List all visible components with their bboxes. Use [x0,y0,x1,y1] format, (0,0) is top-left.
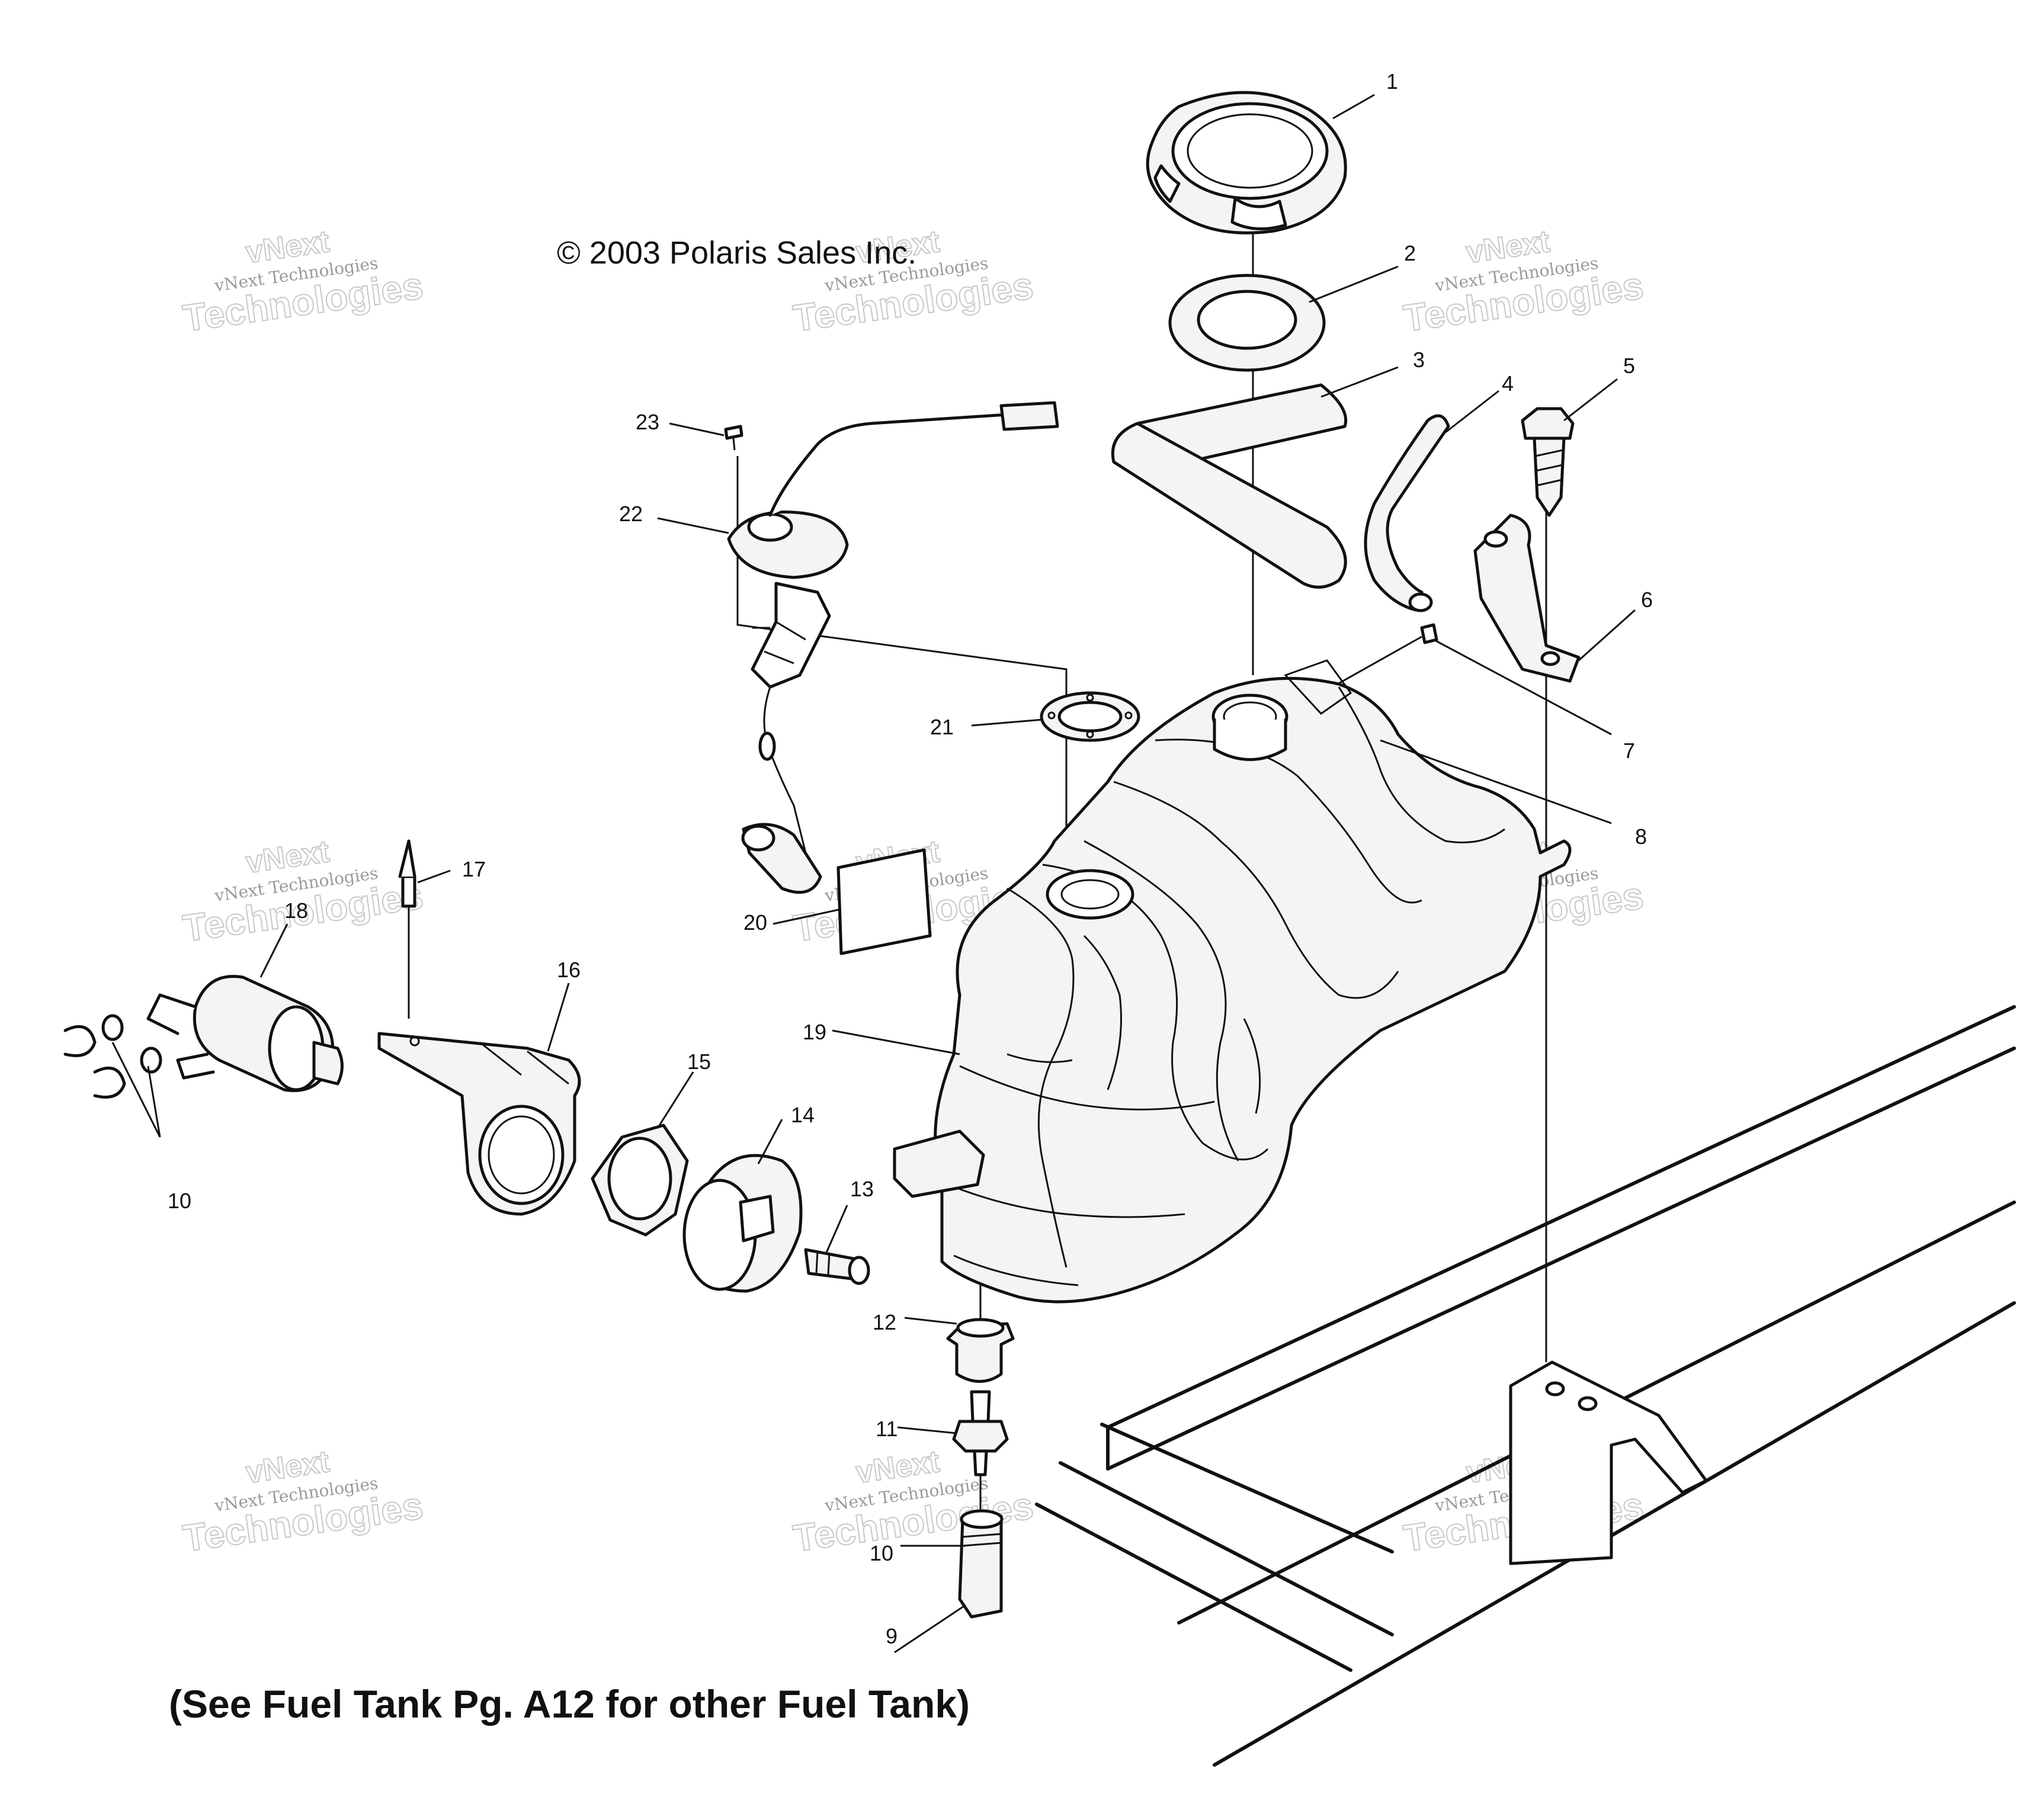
sender-gasket [1040,691,1140,742]
callout-13: 13 [850,1177,874,1201]
callout-23: 23 [636,410,659,434]
callout-22: 22 [619,502,643,526]
callout-10-upper: 10 [168,1189,191,1213]
callout-6: 6 [1641,588,1653,612]
callout-1: 1 [1386,69,1398,94]
vehicle-frame [1035,1005,2016,1767]
grommet [946,1318,1015,1383]
frame-mount-bracket [1509,1360,1708,1565]
callout-11: 11 [876,1417,897,1441]
callout-20: 20 [743,910,767,935]
foam-pad [1111,383,1348,589]
pump-bracket [377,1032,581,1216]
reference-footnote: (See Fuel Tank Pg. A12 for other Fuel Ta… [169,1682,970,1726]
screw [804,1248,870,1285]
mounting-bracket [1473,513,1581,683]
bolt [1521,407,1575,517]
callout-5: 5 [1623,354,1635,378]
fuel-tank [893,659,1572,1304]
watermark: vNext vNext Technologies Technologies [180,834,427,951]
callout-17: 17 [462,857,486,881]
callout-2: 2 [1404,241,1416,265]
sender-screw [724,425,743,451]
callout-21: 21 [930,715,954,739]
fuel-filter [146,975,344,1092]
callout-16: 16 [557,958,581,982]
cable-tie [398,839,416,908]
watermark: vNext vNext Technologies Technologies [1400,224,1647,341]
fuel-line [958,1509,1004,1619]
callout-18: 18 [284,898,308,923]
watermark: vNext vNext Technologies Technologies [790,224,1037,341]
callout-14: 14 [791,1103,815,1127]
copyright-notice: © 2003 Polaris Sales Inc. [557,235,916,271]
callout-3: 3 [1413,348,1425,372]
watermark: vNext vNext Technologies Technologies [180,1444,427,1561]
vent-clip [1326,623,1438,691]
fuel-level-sender [727,401,1059,894]
fuel-pump [682,1154,803,1293]
callouts: 1 2 3 4 5 6 7 8 9 10 11 12 13 14 15 16 1… [168,69,1653,1648]
leader-lines [259,94,1636,1654]
fuel-valve [952,1390,1009,1476]
callout-10-lower: 10 [870,1541,893,1565]
fuel-cap [1146,91,1347,235]
callout-4: 4 [1502,371,1514,396]
decal [836,848,932,955]
filter-hoses [63,1014,162,1138]
callout-12: 12 [873,1310,896,1334]
watermark: vNext vNext Technologies Technologies [180,224,427,341]
pump-nut [591,1124,689,1237]
cap-gasket [1168,274,1326,372]
callout-8: 8 [1635,824,1647,849]
callout-19: 19 [803,1020,826,1044]
callout-15: 15 [687,1049,711,1074]
callout-7: 7 [1623,739,1635,763]
vent-hose [1364,414,1450,612]
callout-9: 9 [886,1624,897,1648]
